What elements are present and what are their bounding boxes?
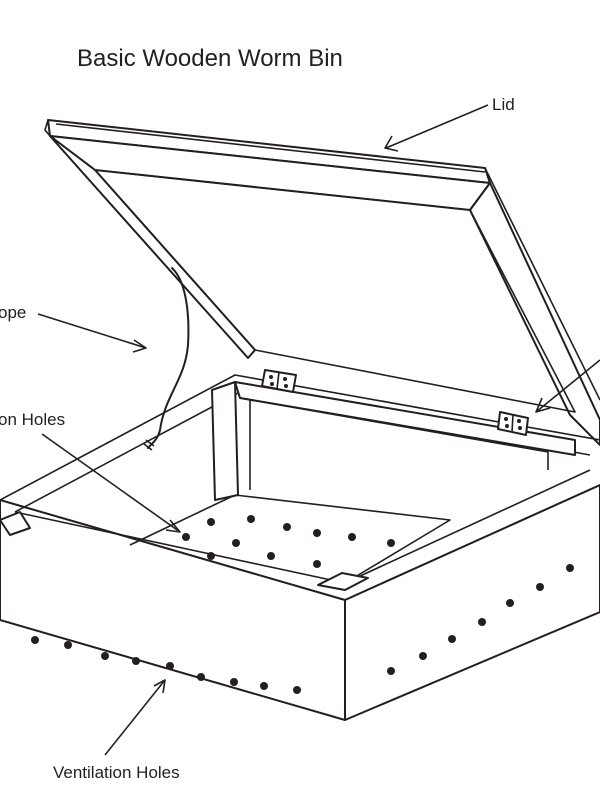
drainage-holes-label: on Holes	[0, 410, 65, 429]
ventilation-holes-left	[31, 636, 301, 694]
bin-box	[0, 369, 600, 721]
drainage-holes-arrow	[41, 433, 181, 533]
rope-knot	[143, 439, 155, 451]
diagram-title: Basic Wooden Worm Bin	[77, 45, 343, 72]
ventilation-holes-right	[387, 564, 574, 675]
lid-arrow	[384, 104, 489, 152]
rope-arrow	[37, 313, 147, 353]
hinge-left	[261, 369, 297, 393]
rope	[147, 267, 190, 449]
drainage-holes	[182, 515, 395, 568]
lid	[44, 119, 600, 446]
hinge-arrow	[535, 359, 600, 413]
ventilation-holes-arrow	[104, 679, 166, 756]
rope-label: ope	[0, 303, 26, 322]
ventilation-holes-label: Ventilation Holes	[53, 763, 180, 782]
lid-label: Lid	[492, 95, 515, 114]
hinge-right	[497, 411, 529, 436]
